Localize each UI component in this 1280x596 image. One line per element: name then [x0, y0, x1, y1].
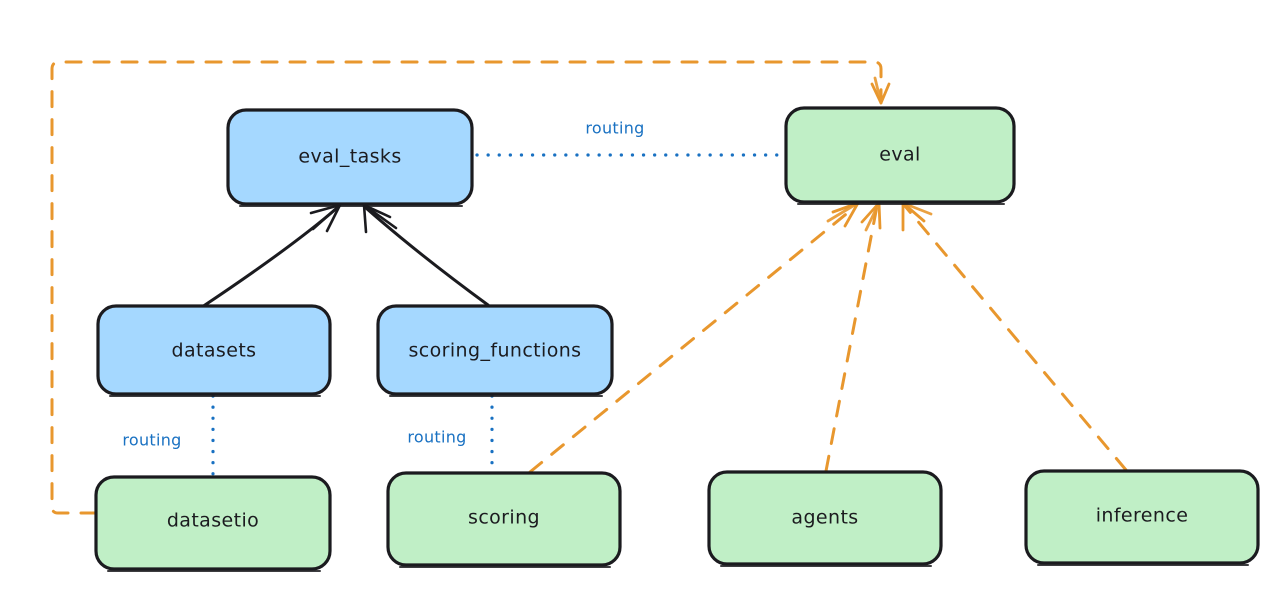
edge-datasets-to-eval-tasks-line	[200, 206, 339, 309]
node-scoring[interactable]: scoring	[386, 471, 622, 568]
node-datasetio[interactable]: datasetio	[94, 475, 332, 572]
node-eval-tasks-label: eval_tasks	[298, 146, 401, 168]
node-datasets-label: datasets	[172, 340, 257, 362]
node-datasets[interactable]: datasets	[96, 304, 332, 397]
edge-label-routing-mid: routing	[407, 428, 466, 447]
edge-datasetio-to-eval-line	[50, 60, 883, 515]
node-agents[interactable]: agents	[707, 470, 943, 567]
node-agents-label: agents	[791, 507, 858, 529]
edge-datasets-to-eval-tasks-arrowhead-inner	[311, 203, 342, 231]
edge-datasetio-to-eval-arrowhead-inner	[873, 76, 883, 105]
edge-agents-to-eval-line	[824, 204, 879, 473]
edge-scoring-functions-to-eval-tasks	[362, 203, 490, 307]
node-scoring-functions-label: scoring_functions	[409, 340, 582, 362]
node-agents-box[interactable]	[707, 470, 943, 566]
edge-label-routing-top: routing	[585, 119, 644, 138]
edge-agents-to-eval	[824, 201, 882, 473]
edge-datasets-to-eval-tasks	[200, 203, 342, 309]
node-scoring-label: scoring	[468, 507, 540, 529]
edge-label-routing-left: routing	[122, 431, 181, 450]
node-inference-label: inference	[1096, 505, 1189, 527]
node-datasetio-box[interactable]	[94, 475, 332, 571]
node-inference[interactable]: inference	[1024, 469, 1260, 566]
edge-datasetio-to-eval	[50, 60, 891, 515]
edge-scoring-to-eval-line	[528, 204, 858, 474]
node-eval-label: eval	[879, 144, 920, 166]
node-scoring-functions[interactable]: scoring_functions	[376, 304, 614, 397]
edge-scoring-functions-to-eval-tasks-line	[364, 206, 490, 307]
edge-scoring-to-eval-arrowhead-inner	[826, 201, 860, 223]
node-datasets-box[interactable]	[96, 304, 332, 396]
node-eval-tasks-box[interactable]	[226, 108, 474, 206]
node-eval[interactable]: eval	[784, 106, 1016, 205]
node-datasetio-label: datasetio	[167, 510, 259, 532]
edge-inference-to-eval	[901, 201, 1128, 472]
node-eval-tasks[interactable]: eval_tasks	[226, 108, 474, 207]
node-eval-box[interactable]	[784, 106, 1016, 204]
edge-agents-to-eval-arrowhead-inner	[864, 201, 881, 232]
edge-scoring-functions-to-eval-tasks-arrowhead-inner	[362, 203, 398, 230]
node-scoring-box[interactable]	[386, 471, 622, 567]
node-scoring-functions-box[interactable]	[376, 304, 614, 396]
node-inference-box[interactable]	[1024, 469, 1260, 565]
edge-inference-to-eval-line	[903, 204, 1128, 472]
